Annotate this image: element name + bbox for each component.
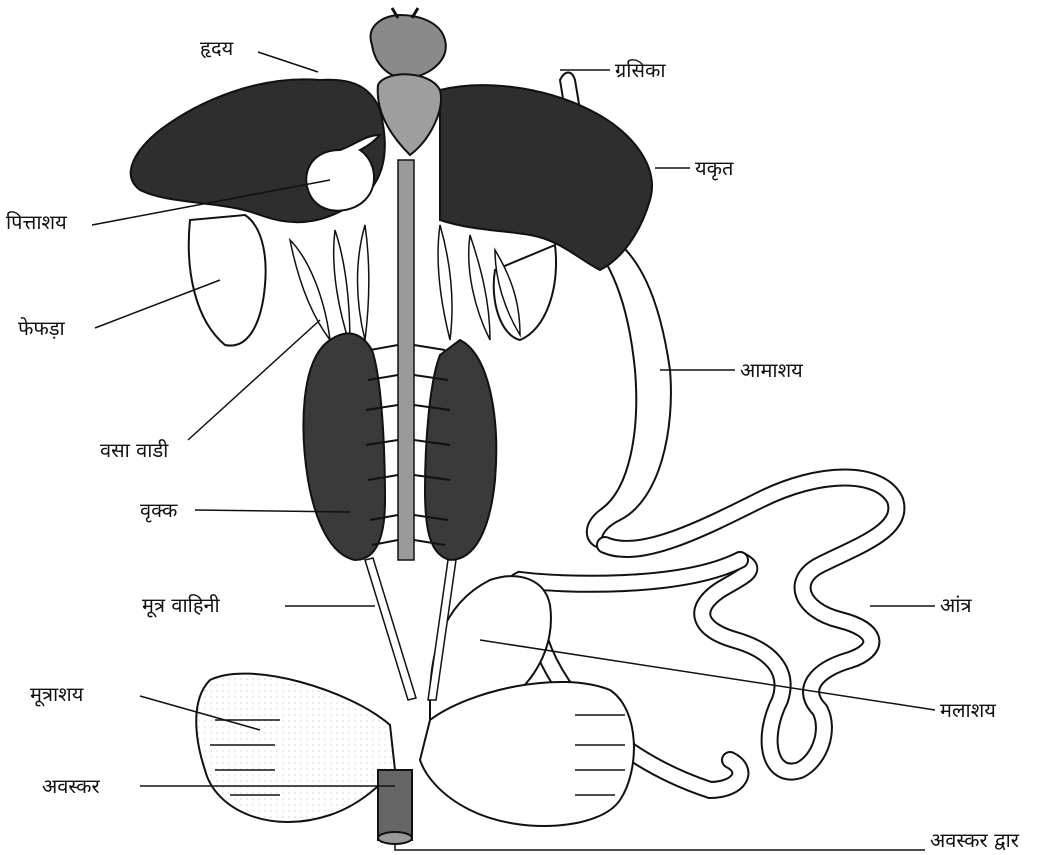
label-intestine: आंत्र <box>940 595 971 615</box>
label-stomach: आमाशय <box>740 360 803 380</box>
right-kidney <box>425 340 496 560</box>
urinary-bladder-left <box>196 674 395 822</box>
label-urinary-bladder: मूत्राशय <box>30 684 83 704</box>
label-rectum: मलाशय <box>940 700 996 720</box>
label-liver: यकृत <box>695 158 733 178</box>
label-oesophagus: ग्रसिका <box>615 60 666 80</box>
left-lung <box>189 215 266 346</box>
left-ureter <box>365 558 416 700</box>
label-heart: हृदय <box>200 38 233 58</box>
label-lung: फेफड़ा <box>18 318 65 338</box>
cloaca <box>378 770 412 840</box>
label-cloaca: अवस्कर <box>42 776 100 796</box>
heart-atria <box>371 15 446 78</box>
left-kidney <box>303 333 385 560</box>
dorsal-aorta <box>398 160 414 560</box>
label-fat-body: वसा वाडी <box>100 440 168 460</box>
heart-ventricle <box>378 74 441 155</box>
label-ureter: मूत्र वाहिनी <box>142 595 220 615</box>
label-kidney: वृक्क <box>140 500 177 520</box>
label-gall-bladder: पित्ताशय <box>6 212 67 232</box>
label-cloacal-aperture: अवस्कर द्वार <box>930 830 1019 850</box>
